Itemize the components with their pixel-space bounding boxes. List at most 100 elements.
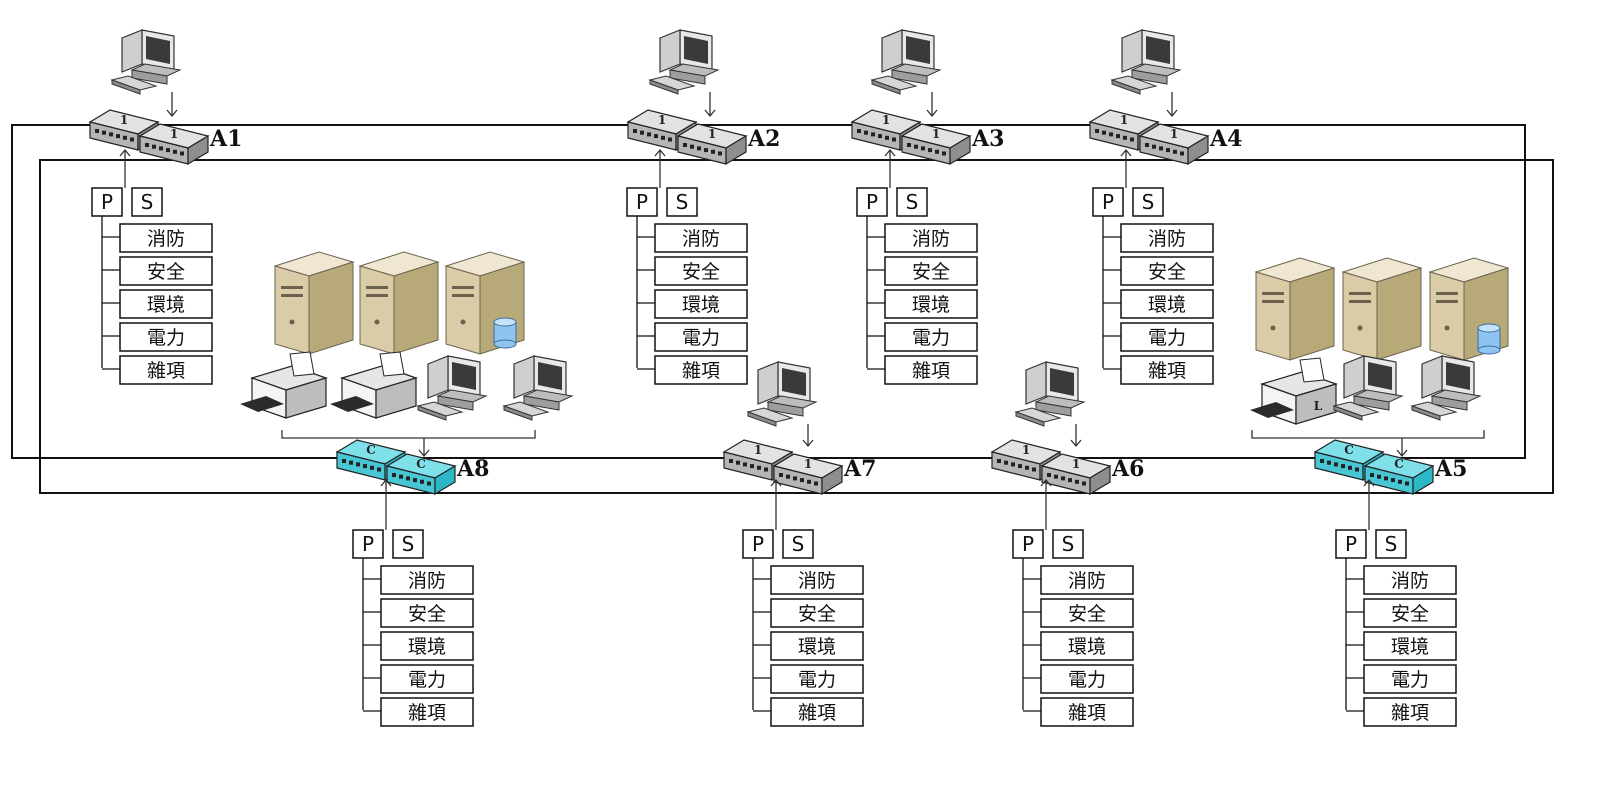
core-switch: C	[385, 453, 457, 496]
switch-side	[725, 134, 747, 166]
subsystem-box	[380, 565, 474, 595]
cluster-a8	[240, 251, 574, 458]
port-s-box	[782, 529, 814, 559]
computer-icon	[870, 29, 942, 95]
switch-port	[1180, 151, 1184, 156]
server-icon	[1341, 257, 1423, 361]
switch-port	[420, 479, 424, 484]
computer-icon	[1332, 355, 1404, 421]
port-p: P	[1335, 529, 1367, 559]
pc-base-front	[891, 69, 928, 85]
subsystem-box	[380, 631, 474, 661]
subsystem-box	[1363, 565, 1457, 595]
subsystem-box	[1120, 256, 1214, 286]
arrow-head	[654, 148, 666, 157]
switch-port	[871, 132, 875, 137]
keyboard-edge	[747, 411, 777, 427]
port-s: S	[896, 187, 928, 217]
keyboard-edge	[1015, 411, 1045, 427]
monitor-back	[513, 355, 535, 399]
subsystem-label: 安全	[408, 603, 446, 625]
port-p: P	[742, 529, 774, 559]
switch-port	[1123, 135, 1127, 140]
port-p-label: P	[1022, 532, 1034, 556]
subsystem-box	[770, 598, 864, 628]
subsystem-box	[119, 256, 213, 286]
switch-port	[342, 459, 346, 463]
switch-port	[814, 481, 818, 486]
subsystem-box	[770, 664, 864, 694]
subsystem-box	[654, 289, 748, 319]
subsystem-box	[1120, 355, 1214, 385]
subsystem-label: 安全	[1068, 603, 1106, 625]
switch-port	[1152, 144, 1156, 149]
subsystem-label: 消防	[147, 228, 185, 250]
switch-port	[1384, 476, 1388, 481]
monitor-screen	[452, 362, 476, 390]
server-bay	[452, 286, 474, 289]
switch-port	[711, 149, 715, 154]
server-bay	[366, 294, 388, 297]
server-icon	[444, 251, 526, 355]
arrow-head	[1040, 478, 1052, 487]
switch-port	[166, 148, 170, 153]
switch-mark: C	[1394, 457, 1404, 471]
subsystem-box	[1040, 664, 1134, 694]
port-p-label: P	[866, 190, 878, 214]
subsystem-label: 雜項	[912, 360, 950, 382]
switch-port	[370, 465, 374, 470]
subsystem-box	[119, 322, 213, 352]
port-p-label: P	[636, 190, 648, 214]
node-label: A3	[971, 126, 1004, 152]
port-s-label: S	[1142, 190, 1155, 214]
port-s-label: S	[792, 532, 805, 556]
port-s-box	[666, 187, 698, 217]
switch-port	[942, 151, 946, 156]
switch-mark: C	[366, 443, 376, 457]
subsystem-label: 環境	[798, 636, 836, 658]
switch-port	[654, 134, 658, 139]
subsystem-box	[884, 223, 978, 253]
switch-port	[921, 146, 925, 151]
subsystem-label: 環境	[682, 294, 720, 316]
monitor-screen	[782, 368, 806, 396]
switch-mark: 1	[804, 457, 812, 471]
switch-mark: 1	[1170, 127, 1178, 141]
switch-port	[363, 464, 367, 469]
cluster-bracket	[1251, 430, 1485, 439]
computer-icon	[110, 29, 182, 95]
network-switch: 1	[772, 453, 844, 496]
server-bay	[1262, 300, 1284, 303]
arrow-head	[1120, 148, 1132, 157]
port-p-box	[1335, 529, 1367, 559]
switch-port	[130, 137, 134, 142]
printer-paper	[289, 351, 315, 377]
keyboard-edge	[417, 405, 447, 421]
printer-tray	[1250, 402, 1294, 418]
subsystem-box	[770, 697, 864, 727]
subsystem-box	[1040, 598, 1134, 628]
arrow-head	[119, 148, 131, 157]
database-icon	[493, 317, 517, 349]
computer-icon	[502, 355, 574, 421]
monitor-screen	[1446, 362, 1470, 390]
arrow-head	[704, 109, 716, 118]
keyboard-edge	[1111, 79, 1141, 95]
ring-inner	[39, 159, 1554, 494]
subsystem-box	[119, 223, 213, 253]
switch-port	[413, 478, 417, 483]
switch-port	[1116, 134, 1120, 139]
pc-base-front	[1131, 69, 1168, 85]
server-led	[1357, 325, 1363, 331]
switch-port	[1166, 148, 1170, 153]
server-side	[308, 261, 354, 355]
switch-port	[718, 151, 722, 156]
subsystem-label: 電力	[682, 327, 720, 349]
switch-port	[640, 130, 644, 135]
monitor-screen	[1050, 368, 1074, 396]
